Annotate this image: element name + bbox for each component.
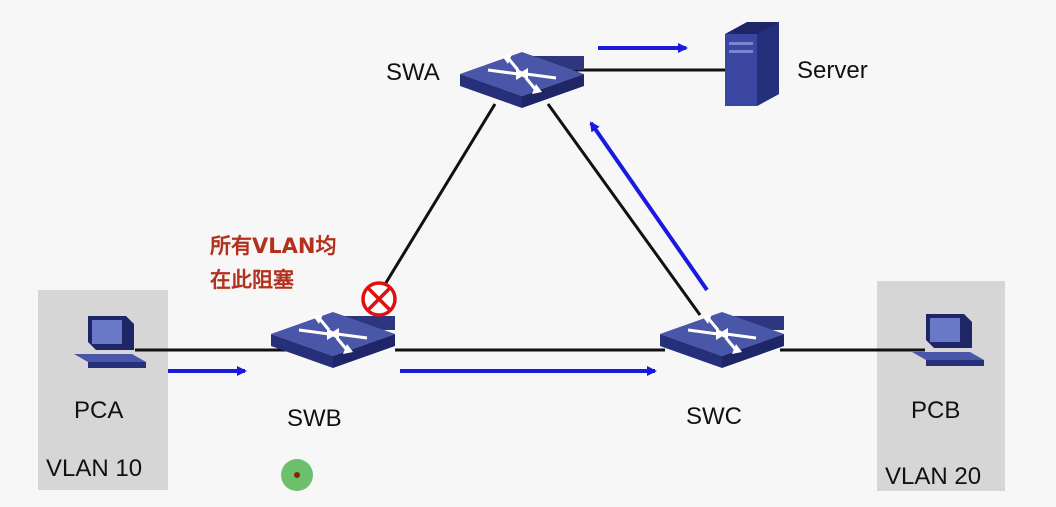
label-swb: SWB <box>287 405 342 432</box>
label-swa: SWA <box>386 59 440 86</box>
blocked-annotation-line1: 所有VLAN均 <box>210 234 336 258</box>
label-pcb: PCB <box>911 397 960 424</box>
switch-swc-icon <box>658 310 786 370</box>
flow-arrow-swc-to-swa <box>589 121 709 292</box>
blocked-annotation-line2: 在此阻塞 <box>210 268 295 292</box>
server-icon <box>725 22 779 106</box>
label-server: Server <box>797 57 868 84</box>
link-swa-swb <box>371 103 497 305</box>
blocked-port-icon <box>361 281 397 317</box>
link-swa-swc <box>546 103 702 316</box>
label-pca: PCA <box>74 397 123 424</box>
label-swc: SWC <box>686 403 742 430</box>
label-pca-vlan: VLAN 10 <box>46 455 142 482</box>
switch-swb-icon <box>269 310 397 370</box>
label-pcb-vlan: VLAN 20 <box>885 463 981 490</box>
pcb-host-zone <box>877 281 1005 491</box>
switch-swa-icon <box>458 50 586 110</box>
cursor-indicator <box>281 459 313 491</box>
